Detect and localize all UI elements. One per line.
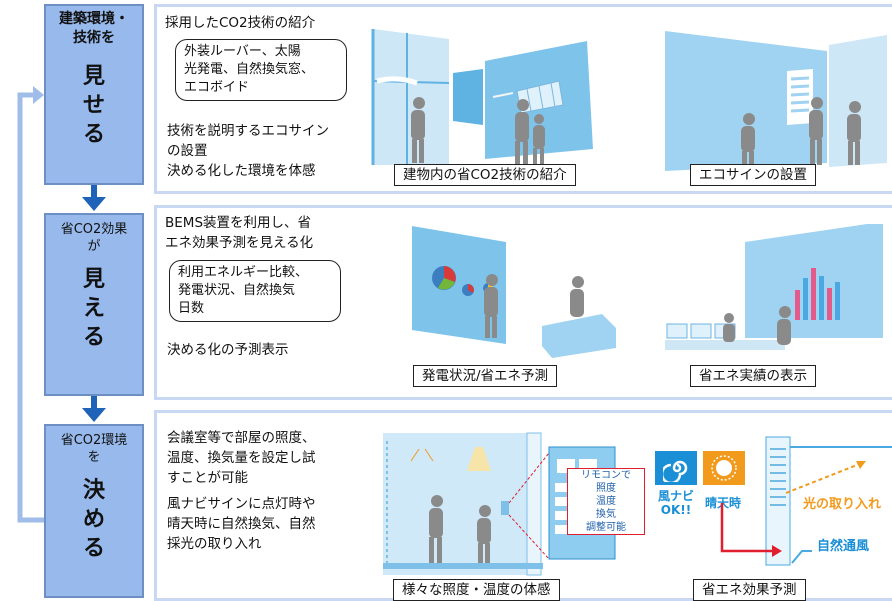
scene-power-forecast (412, 226, 616, 358)
caption-lighting-temperature: 様々な照度・温度の体感 (393, 579, 560, 601)
panel-visible-heading: BEMS装置を利用し、省エネ効果予測を見える化 (165, 215, 314, 251)
remote-control-note: リモコンで照度温度換気調整可能 (567, 468, 645, 535)
panel-show-heading: 採用したCO2技術の紹介 (165, 15, 316, 31)
light-intake-label: 光の取り入れ (803, 497, 882, 512)
panel-visible-body: 決める化の予測表示 (167, 342, 289, 358)
scene-eco-sign (665, 31, 887, 171)
loop-back-arrow (17, 86, 44, 523)
scene-energy-results (665, 224, 883, 350)
panel-decide: 会議室等で部屋の照度、温度、換気量を設定し試すことが可能 風ナビサインに点灯時や… (154, 410, 892, 601)
panel-visible-bubble: 利用エネルギー比較、発電状況、自然換気日数 (169, 260, 341, 322)
caption-energy-results: 省エネ実績の表示 (690, 365, 816, 387)
step-visible: 省CO2効果が 見 え る (44, 213, 144, 396)
down-arrow-2 (82, 396, 106, 422)
step-show: 建築環境・技術を 見 せ る (44, 4, 144, 185)
caption-power-forecast: 発電状況/省エネ予測 (413, 365, 558, 387)
panel-decide-body: 会議室等で部屋の照度、温度、換気量を設定し試すことが可能 風ナビサインに点灯時や… (167, 430, 316, 552)
panel-show: 採用したCO2技術の紹介 外装ルーバー、太陽光発電、自然換気窓、エコボイド 技術… (154, 4, 892, 194)
step-decide: 省CO2環境を 決 め る (44, 424, 144, 598)
caption-energy-forecast: 省エネ効果予測 (693, 579, 806, 601)
caption-eco-sign: エコサインの設置 (690, 164, 816, 186)
step-show-title: 見 せ る (82, 64, 105, 147)
wind-navi-sign (655, 451, 697, 485)
scene-building-co2-tech (371, 29, 593, 165)
step-decide-title: 決 め る (82, 478, 105, 561)
step-visible-sublabel: 省CO2効果が (60, 222, 128, 254)
caption-building-co2-tech: 建物内の省CO2技術の紹介 (394, 164, 576, 186)
step-show-sublabel: 建築環境・技術を (59, 11, 129, 46)
sun-icon (711, 455, 737, 481)
panel-show-body: 技術を説明するエコサインの設置決める化した環境を体感 (167, 123, 329, 179)
spiral-icon (663, 460, 688, 482)
step-visible-title: 見 え る (82, 267, 105, 350)
panel-show-bubble: 外装ルーバー、太陽光発電、自然換気窓、エコボイド (175, 39, 347, 101)
step-decide-sublabel: 省CO2環境を (60, 433, 128, 465)
natural-ventilation-label: 自然通風 (817, 539, 870, 554)
down-arrow-1 (82, 185, 106, 211)
panel-visible: BEMS装置を利用し、省エネ効果予測を見える化 利用エネルギー比較、発電状況、自… (154, 205, 892, 400)
energy-forecast-diagram (720, 436, 892, 566)
